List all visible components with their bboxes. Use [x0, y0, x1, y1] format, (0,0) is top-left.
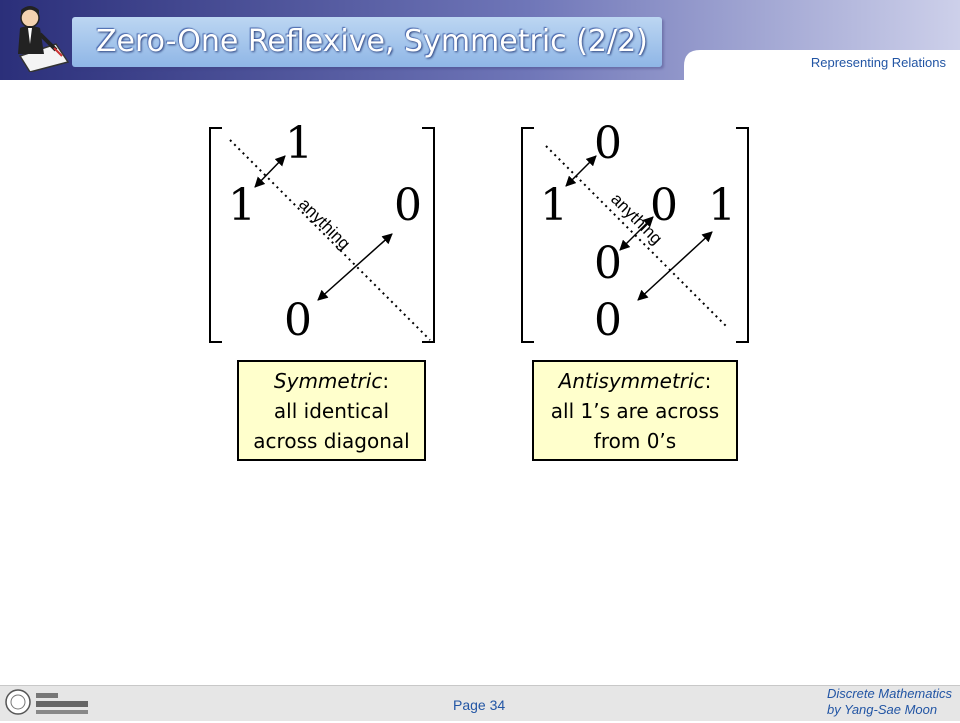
author-name: by Yang-Sae Moon [827, 702, 938, 717]
course-name: Discrete Mathematics [827, 686, 952, 701]
presenter-logo-icon [10, 4, 70, 73]
callout-line-1: Antisymmetric: [534, 366, 736, 396]
callout-colon: : [382, 369, 390, 393]
entry-top: 1 [285, 118, 313, 169]
right-bracket [736, 127, 749, 343]
entry-right: 1 [708, 180, 736, 231]
entry-mid-left: 0 [594, 238, 622, 289]
left-matrix: 1 1 0 0 anything [209, 118, 435, 346]
callout-line-2: all 1’s are across [550, 399, 720, 423]
symmetry-arrow-lower [317, 233, 393, 301]
diagonal-label: anything [295, 194, 354, 253]
diagonal-dotted-line [545, 145, 729, 329]
antisymmetric-callout: Antisymmetric: all 1’s are across from 0… [532, 360, 738, 461]
entry-top: 0 [594, 118, 622, 169]
right-bracket [422, 127, 435, 343]
callout-line-3: from 0’s [593, 429, 677, 453]
entry-center: 0 [650, 180, 678, 231]
page-number: Page 34 [453, 697, 506, 713]
callout-line-2: all identical [273, 399, 390, 423]
footer-bar [0, 685, 960, 721]
left-bracket [521, 127, 534, 343]
antisymmetry-arrow-upper [565, 155, 597, 187]
course-credit: Discrete Mathematics by Yang-Sae Moon [827, 686, 952, 718]
callout-line-3: across diagonal [253, 429, 410, 453]
diagonal-dotted-line [229, 139, 431, 341]
symmetric-callout: Symmetric: all identical across diagonal [237, 360, 426, 461]
antisymmetry-arrow-middle [619, 216, 654, 251]
entry-bottom: 0 [284, 295, 312, 346]
page-title: Zero-One Reflexive, Symmetric (2/2) [96, 24, 648, 59]
section-subtitle: Representing Relations [810, 55, 946, 70]
entry-left: 1 [228, 180, 256, 231]
university-logo-icon [2, 686, 94, 719]
left-bracket [209, 127, 222, 343]
entry-bottom: 0 [594, 295, 622, 346]
callout-term: Antisymmetric [558, 369, 705, 393]
right-matrix: 0 1 0 1 0 0 anything [521, 118, 749, 346]
symmetry-arrow-upper [254, 155, 286, 188]
callout-line-1: Symmetric: [239, 366, 424, 396]
callout-term: Symmetric [273, 369, 383, 393]
callout-colon: : [704, 369, 712, 393]
entry-right: 0 [394, 180, 422, 231]
title-box [72, 17, 662, 67]
entry-left: 1 [540, 180, 568, 231]
antisymmetry-arrow-lower [637, 231, 713, 301]
